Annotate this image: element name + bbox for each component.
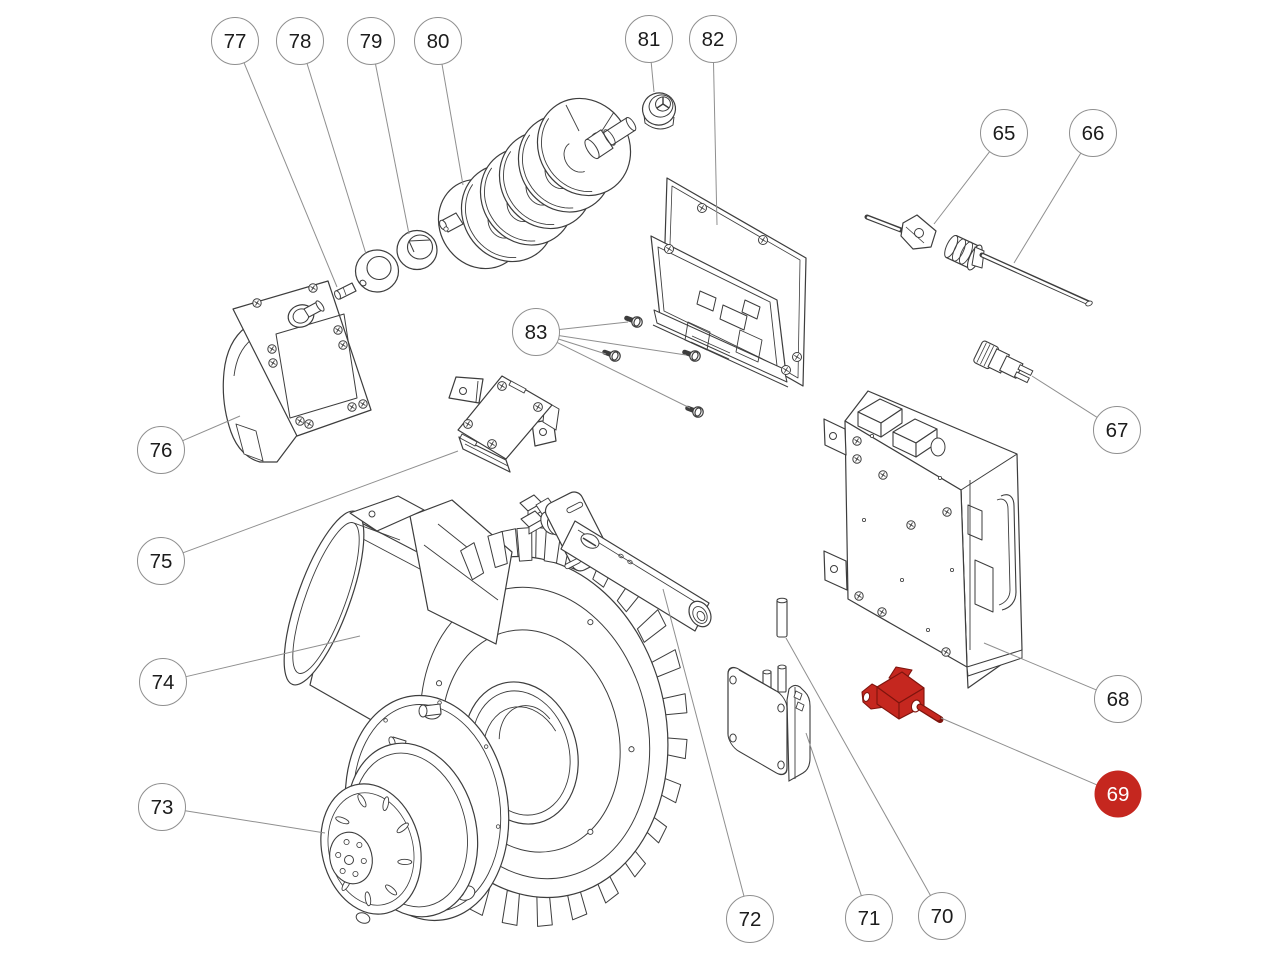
svg-text:77: 77 — [224, 30, 247, 53]
svg-text:73: 73 — [151, 796, 174, 819]
svg-text:82: 82 — [702, 28, 725, 51]
svg-text:75: 75 — [150, 550, 173, 573]
svg-text:83: 83 — [525, 321, 548, 344]
svg-text:67: 67 — [1106, 419, 1129, 442]
svg-text:71: 71 — [858, 907, 881, 930]
svg-text:70: 70 — [931, 905, 954, 928]
svg-text:81: 81 — [638, 28, 661, 51]
svg-text:76: 76 — [150, 439, 173, 462]
svg-text:79: 79 — [360, 30, 383, 53]
svg-text:65: 65 — [993, 122, 1016, 145]
svg-text:78: 78 — [289, 30, 312, 53]
svg-text:68: 68 — [1107, 688, 1130, 711]
svg-text:80: 80 — [427, 30, 450, 53]
svg-text:66: 66 — [1082, 122, 1105, 145]
svg-text:69: 69 — [1107, 783, 1130, 806]
svg-text:74: 74 — [152, 671, 175, 694]
svg-text:72: 72 — [739, 908, 762, 931]
